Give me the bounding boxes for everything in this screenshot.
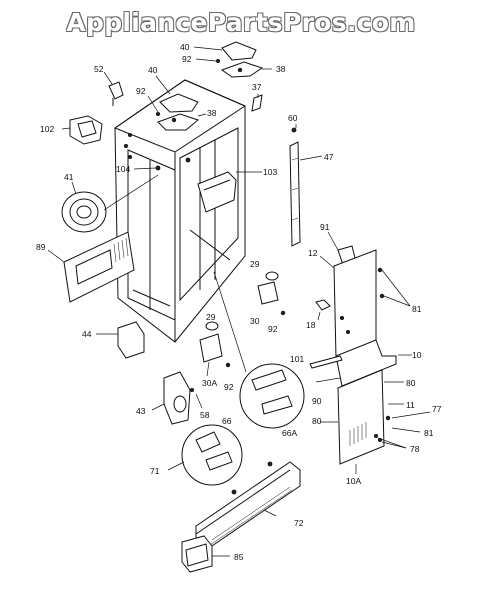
callout-40-cabinet: 40 [148, 65, 158, 75]
part-102-bracket [69, 115, 132, 159]
cabinet-shell [113, 79, 247, 343]
callout-10A: 10A [346, 476, 361, 486]
part-44 [117, 321, 145, 359]
callout-80-lower: 80 [312, 416, 322, 426]
callout-66A: 66A [282, 428, 297, 438]
callout-89: 89 [36, 242, 46, 252]
top-hinge-upper [215, 41, 264, 78]
callout-38-cabinet: 38 [207, 108, 217, 118]
callout-80-upper: 80 [406, 378, 416, 388]
part-89-panel [63, 231, 135, 303]
callout-101: 101 [290, 354, 304, 364]
callout-29-right: 29 [250, 259, 260, 269]
callout-92-cabinet: 92 [136, 86, 146, 96]
leader-lines [47, 46, 431, 557]
callout-102: 102 [40, 124, 54, 134]
part-66-circle [213, 271, 305, 429]
callout-71: 71 [150, 466, 160, 476]
callout-18: 18 [306, 320, 316, 330]
callout-81-lower: 81 [424, 428, 434, 438]
callout-11: 11 [406, 400, 415, 410]
top-hinge-lower [155, 93, 200, 131]
callout-10: 10 [412, 350, 422, 360]
part-47-strip [289, 127, 301, 247]
part-71-circle [181, 424, 243, 486]
part-29-30-right [257, 271, 286, 316]
part-72-grille [195, 461, 301, 551]
screw-104 [155, 165, 161, 171]
callout-91: 91 [320, 222, 330, 232]
part-41-circle [61, 174, 159, 233]
part-101 [309, 355, 343, 369]
part-103-handle [197, 171, 237, 213]
callout-90: 90 [312, 396, 322, 406]
part-43-58-cam [163, 371, 194, 425]
callout-43: 43 [136, 406, 146, 416]
part-18-screw [315, 299, 331, 311]
callout-47: 47 [324, 152, 334, 162]
callout-29-lower: 29 [206, 312, 216, 322]
part-80-panel [337, 369, 391, 465]
callout-104: 104 [116, 164, 130, 174]
part-37 [251, 94, 263, 112]
callout-labels: 40 92 38 52 40 92 38 37 102 104 103 41 6… [36, 42, 442, 562]
callout-77: 77 [432, 404, 442, 414]
callout-44: 44 [82, 329, 92, 339]
callout-30-right: 30 [250, 316, 260, 326]
callout-81-upper: 81 [412, 304, 422, 314]
callout-85: 85 [234, 552, 244, 562]
callout-72: 72 [294, 518, 304, 528]
part-29-30A-lower [199, 321, 231, 368]
part-52 [108, 81, 124, 106]
callout-41: 41 [64, 172, 74, 182]
callout-30A: 30A [202, 378, 217, 388]
callout-40-top: 40 [180, 42, 190, 52]
callout-38-top: 38 [276, 64, 286, 74]
callout-92-right: 92 [268, 324, 278, 334]
callout-52: 52 [94, 64, 104, 74]
callout-66: 66 [222, 416, 232, 426]
callout-92-top: 92 [182, 54, 192, 64]
callout-12: 12 [308, 248, 318, 258]
callout-103: 103 [263, 167, 277, 177]
callout-78: 78 [410, 444, 420, 454]
part-85-block [181, 535, 213, 573]
callout-92-lower: 92 [224, 382, 234, 392]
watermark-text: AppliancePartsPros.com [66, 8, 416, 37]
callout-58: 58 [200, 410, 210, 420]
callout-60: 60 [288, 113, 298, 123]
callout-37: 37 [252, 82, 262, 92]
